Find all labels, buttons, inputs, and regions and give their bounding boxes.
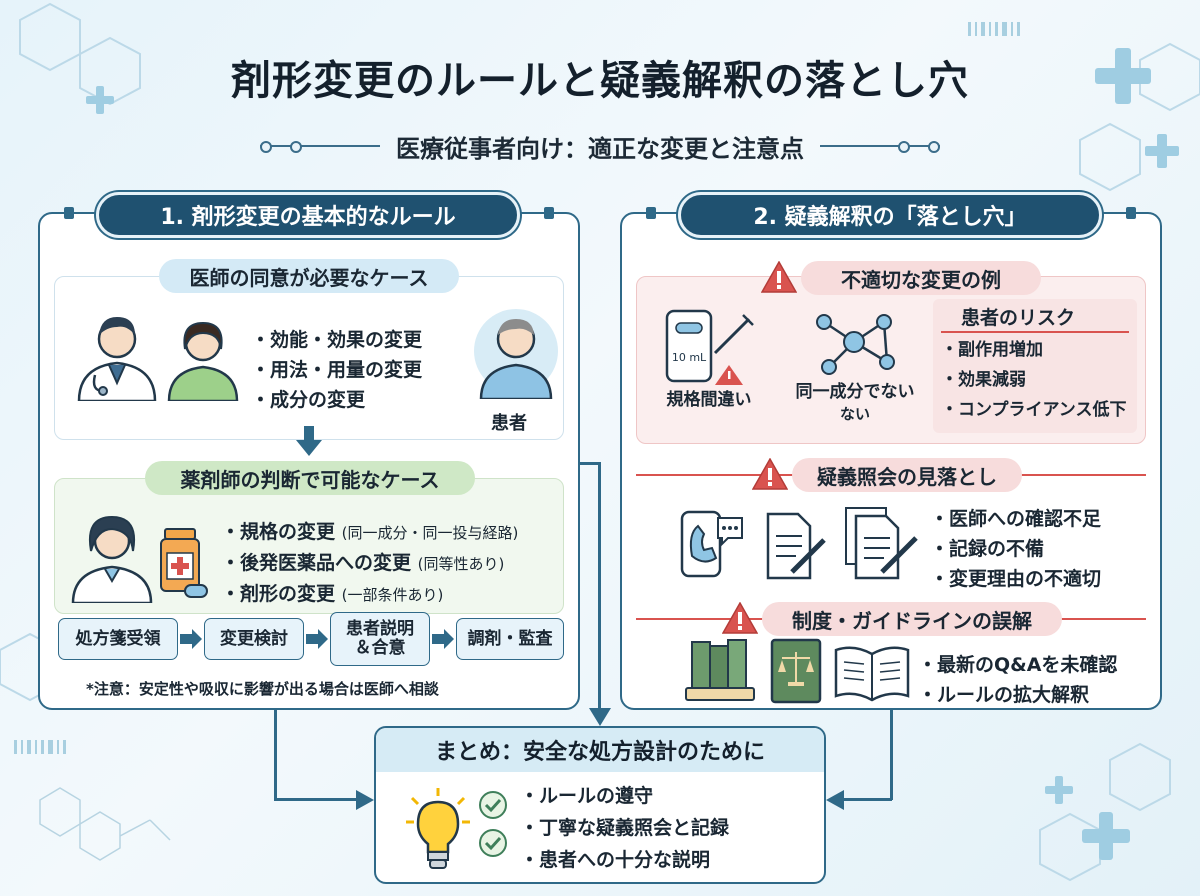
connector-middle-arrowhead — [589, 708, 611, 726]
list-item: ・コンプライアンス低下 — [941, 400, 1127, 420]
icon-caption-strength: 規格間違い — [666, 390, 752, 410]
patient-risk-list: ・副作用増加 ・効果減弱 ・コンプライアンス低下 — [941, 335, 1126, 425]
summary-box: まとめ：安全な処方設計のために ・ルールの遵守 ・丁寧な疑義照会と記録 ・患者へ… — [374, 726, 826, 884]
header-rule-cap — [646, 207, 656, 219]
connector-middle-vertical — [598, 462, 601, 714]
pharmacist-section: 薬剤師の判断で可能なケース ・規格の変更 (同一成分・同一投与経路) ・後発医薬… — [54, 461, 564, 614]
left-panel: 1. 剤形変更の基本的なルール 医師の同意が必要なケース ・効能・効果の変更 ・… — [38, 192, 580, 710]
flow-arrow-icon — [180, 629, 202, 649]
phone-call-icon — [680, 510, 743, 578]
guideline-label: 制度・ガイドラインの誤解 — [762, 602, 1062, 636]
check-icon — [479, 829, 507, 857]
flow-step-dispense: 調剤・監査 — [456, 618, 564, 660]
header-rule-cap — [64, 207, 74, 219]
connector-left-vertical — [274, 710, 277, 800]
warning-icon — [722, 602, 758, 634]
list-item: ・丁寧な疑義照会と記録 — [520, 817, 730, 839]
header-rule-cap — [544, 207, 554, 219]
connector-middle-horizontal — [580, 462, 600, 465]
subtitle-left-rule — [260, 141, 380, 153]
connector-right-vertical — [890, 710, 893, 800]
caution-note: *注意：安定性や吸収に影響が出る場合は医師へ相談 — [86, 680, 439, 698]
lightbulb-icon — [406, 788, 470, 869]
main-title: 剤形変更のルールと疑義解釈の落とし穴 — [231, 58, 969, 104]
list-item: ・剤形の変更 (一部条件あり) — [221, 583, 444, 605]
icon-caption-ingredient: 同一成分でない ない — [775, 381, 935, 425]
risk-divider — [941, 331, 1129, 333]
list-item: ・変更理由の不適切 — [930, 568, 1102, 590]
phone-vial-icon: 10 mL — [665, 309, 754, 385]
pharmacist-list: ・規格の変更 (同一成分・同一投与経路) ・後発医薬品への変更 (同等性あり) … — [221, 517, 518, 610]
law-book-icon — [770, 638, 822, 704]
flow-step-receive: 処方箋受領 — [58, 618, 178, 660]
flow-arrow-icon — [432, 629, 454, 649]
list-item: ・記録の不備 — [930, 538, 1045, 560]
medicine-bottle-icon — [160, 528, 208, 598]
list-item: ・後発医薬品への変更 (同等性あり) — [221, 552, 505, 574]
warning-icon — [752, 458, 788, 490]
warning-icon — [761, 261, 797, 293]
books-icon — [685, 639, 755, 701]
flow-step-explain: 患者説明 ＆合意 — [330, 612, 430, 666]
patient-risk-box: 患者のリスク ・副作用増加 ・効果減弱 ・コンプライアンス低下 — [933, 299, 1137, 433]
icon-caption-ingredient-line2: ない — [839, 405, 870, 423]
documents-pen-icon — [845, 507, 918, 580]
list-item: ・ルールの拡大解釈 — [918, 684, 1090, 706]
flow-step-explain-line1: 患者説明 — [346, 619, 414, 639]
list-item: ・副作用増加 — [941, 340, 1043, 360]
patient-label: 患者 — [491, 413, 527, 434]
consent-list: ・効能・効果の変更 ・用法・用量の変更 ・成分の変更 — [251, 325, 422, 415]
connector-right-horizontal — [842, 798, 892, 801]
down-arrow-icon — [296, 426, 322, 456]
summary-list: ・ルールの遵守 ・丁寧な疑義照会と記録 ・患者への十分な説明 — [520, 780, 729, 876]
wrong-change-label: 不適切な変更の例 — [801, 261, 1041, 295]
list-item: ・効能・効果の変更 — [251, 329, 423, 351]
summary-title: まとめ：安全な処方設計のために — [376, 728, 824, 772]
flow-step-explain-line2: ＆合意 — [354, 638, 406, 658]
doctor-icon — [77, 317, 157, 401]
connector-right-arrowhead — [826, 790, 844, 810]
consent-label: 医師の同意が必要なケース — [159, 259, 459, 293]
nurse-icon — [167, 321, 239, 401]
icon-caption-ingredient-line1: 同一成分でない — [795, 382, 915, 402]
header-rule-cap — [1126, 207, 1136, 219]
pharmacist-label: 薬剤師の判断で可能なケース — [145, 461, 475, 495]
list-item: ・成分の変更 — [251, 389, 366, 411]
subtitle-row: 医療従事者向け：適正な変更と注意点 — [260, 126, 940, 166]
list-item: ・ルールの遵守 — [520, 785, 654, 807]
open-book-icon — [834, 646, 910, 702]
vial-label: 10 mL — [672, 351, 707, 364]
list-item: ・患者への十分な説明 — [520, 849, 711, 871]
molecule-icon — [816, 314, 895, 375]
flow-step-review: 変更検討 — [204, 618, 304, 660]
wrong-change-section: 不適切な変更の例 10 mL 規格間違い 同一成分でない ない 患者のリスク ・… — [636, 261, 1146, 444]
pharmacist-icon — [71, 515, 153, 603]
list-item: ・用法・用量の変更 — [251, 359, 423, 381]
guideline-list: ・最新のQ&Aを未確認 ・ルールの拡大解釈 — [918, 650, 1117, 710]
consent-section: 医師の同意が必要なケース ・効能・効果の変更 ・用法・用量の変更 ・成分の変更 … — [54, 259, 564, 440]
list-item: ・効果減弱 — [941, 370, 1026, 390]
flow-arrow-icon — [306, 629, 328, 649]
inquiry-list: ・医師への確認不足 ・記録の不備 ・変更理由の不適切 — [930, 504, 1101, 594]
document-pen-icon — [766, 512, 826, 580]
list-item: ・最新のQ&Aを未確認 — [918, 654, 1118, 676]
left-panel-header: 1. 剤形変更の基本的なルール — [96, 192, 520, 238]
connector-left-arrowhead — [356, 790, 374, 810]
right-panel-header: 2. 疑義解釈の「落とし穴」 — [678, 192, 1102, 238]
list-item: ・医師への確認不足 — [930, 508, 1102, 530]
patient-icon — [474, 309, 558, 399]
connector-left-horizontal — [274, 798, 360, 801]
subtitle: 医療従事者向け：適正な変更と注意点 — [396, 134, 804, 163]
inquiry-label: 疑義照会の見落とし — [792, 458, 1022, 492]
patient-risk-title: 患者のリスク — [961, 307, 1076, 329]
right-panel: 2. 疑義解釈の「落とし穴」 不適切な変更の例 10 mL 規格間違い 同一成分… — [620, 192, 1162, 710]
check-icon — [479, 791, 507, 819]
subtitle-right-rule — [820, 141, 940, 153]
list-item: ・規格の変更 (同一成分・同一投与経路) — [221, 521, 519, 543]
